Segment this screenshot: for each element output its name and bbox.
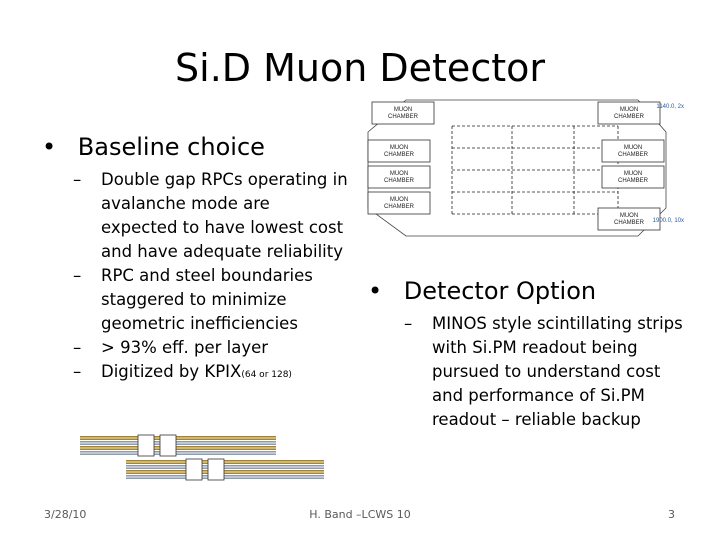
chamber-label: CHAMBER [384, 178, 415, 184]
subbullet-efficiency: – > 93% eff. per layer [73, 336, 351, 360]
chamber-label: MUON [624, 171, 642, 177]
chamber-label: MUON [390, 197, 408, 203]
chamber-label: MUON [390, 145, 408, 151]
chamber-box [597, 207, 661, 231]
chamber-label: MUON [390, 171, 408, 177]
chamber-label: CHAMBER [614, 220, 645, 226]
chamber-label: MUON [624, 145, 642, 151]
bullet-glyph: • [368, 277, 383, 305]
bullet-baseline-label: Baseline choice [77, 133, 265, 161]
chamber-label: CHAMBER [618, 178, 649, 184]
subbullet-kpix: – Digitized by KPIX(64 or 128) [73, 360, 351, 387]
chamber-label: MUON [394, 107, 412, 113]
bullet-detector-label: Detector Option [403, 277, 597, 305]
chamber-label: MUON [620, 107, 638, 113]
bullet-baseline-choice: • Baseline choice [42, 132, 265, 162]
subbullet-rpc-gap: – Double gap RPCs operating in avalanche… [73, 168, 351, 264]
chamber-box [367, 139, 431, 163]
coord-label: 1140.0, 2x [656, 104, 684, 110]
chamber-label: CHAMBER [614, 114, 645, 120]
chamber-box [367, 191, 431, 215]
chamber-label: MUON [620, 213, 638, 219]
chamber-label: CHAMBER [384, 152, 415, 158]
footer-date: 3/28/10 [44, 508, 87, 521]
dash: – [73, 266, 82, 285]
bullet-glyph: • [42, 133, 57, 161]
chamber-label: CHAMBER [388, 114, 419, 120]
slide-title: Si.D Muon Detector [175, 46, 545, 90]
chamber-label: CHAMBER [384, 204, 415, 210]
subbullet-text: RPC and steel boundaries staggered to mi… [101, 266, 313, 333]
bullet-detector-option: • Detector Option [368, 276, 596, 306]
subbullet-text: Digitized by KPIX [101, 362, 242, 381]
subbullet-text: Double gap RPCs operating in avalanche m… [101, 170, 348, 261]
footer-author: H. Band –LCWS 10 [309, 508, 411, 521]
subbullet-text: > 93% eff. per layer [101, 338, 269, 357]
chamber-box [367, 165, 431, 189]
chamber-box [601, 165, 665, 189]
subbullet-text: MINOS style scintillating strips with Si… [432, 314, 683, 429]
subbullet-staggered: – RPC and steel boundaries staggered to … [73, 264, 351, 336]
chamber-box [597, 101, 661, 125]
baseline-subbullets: – Double gap RPCs operating in avalanche… [73, 168, 351, 387]
coord-label: 1900.0, 10x [653, 218, 684, 224]
dash: – [73, 170, 82, 189]
detector-subbullets: – MINOS style scintillating strips with … [404, 312, 686, 432]
dash: – [73, 338, 82, 357]
subbullet-minos: – MINOS style scintillating strips with … [404, 312, 686, 432]
dash: – [404, 314, 413, 333]
footer-page-number: 3 [668, 508, 675, 521]
chamber-box [601, 139, 665, 163]
chamber-label: CHAMBER [618, 152, 649, 158]
rpc-stagger-illustration [80, 434, 324, 481]
dash: – [73, 362, 82, 381]
kpix-subscript: (64 or 128) [241, 370, 292, 380]
muon-chamber-diagram: MUON CHAMBER MUON CHAMBER MUON CHAMBER M… [367, 99, 684, 237]
chamber-box [371, 101, 435, 125]
